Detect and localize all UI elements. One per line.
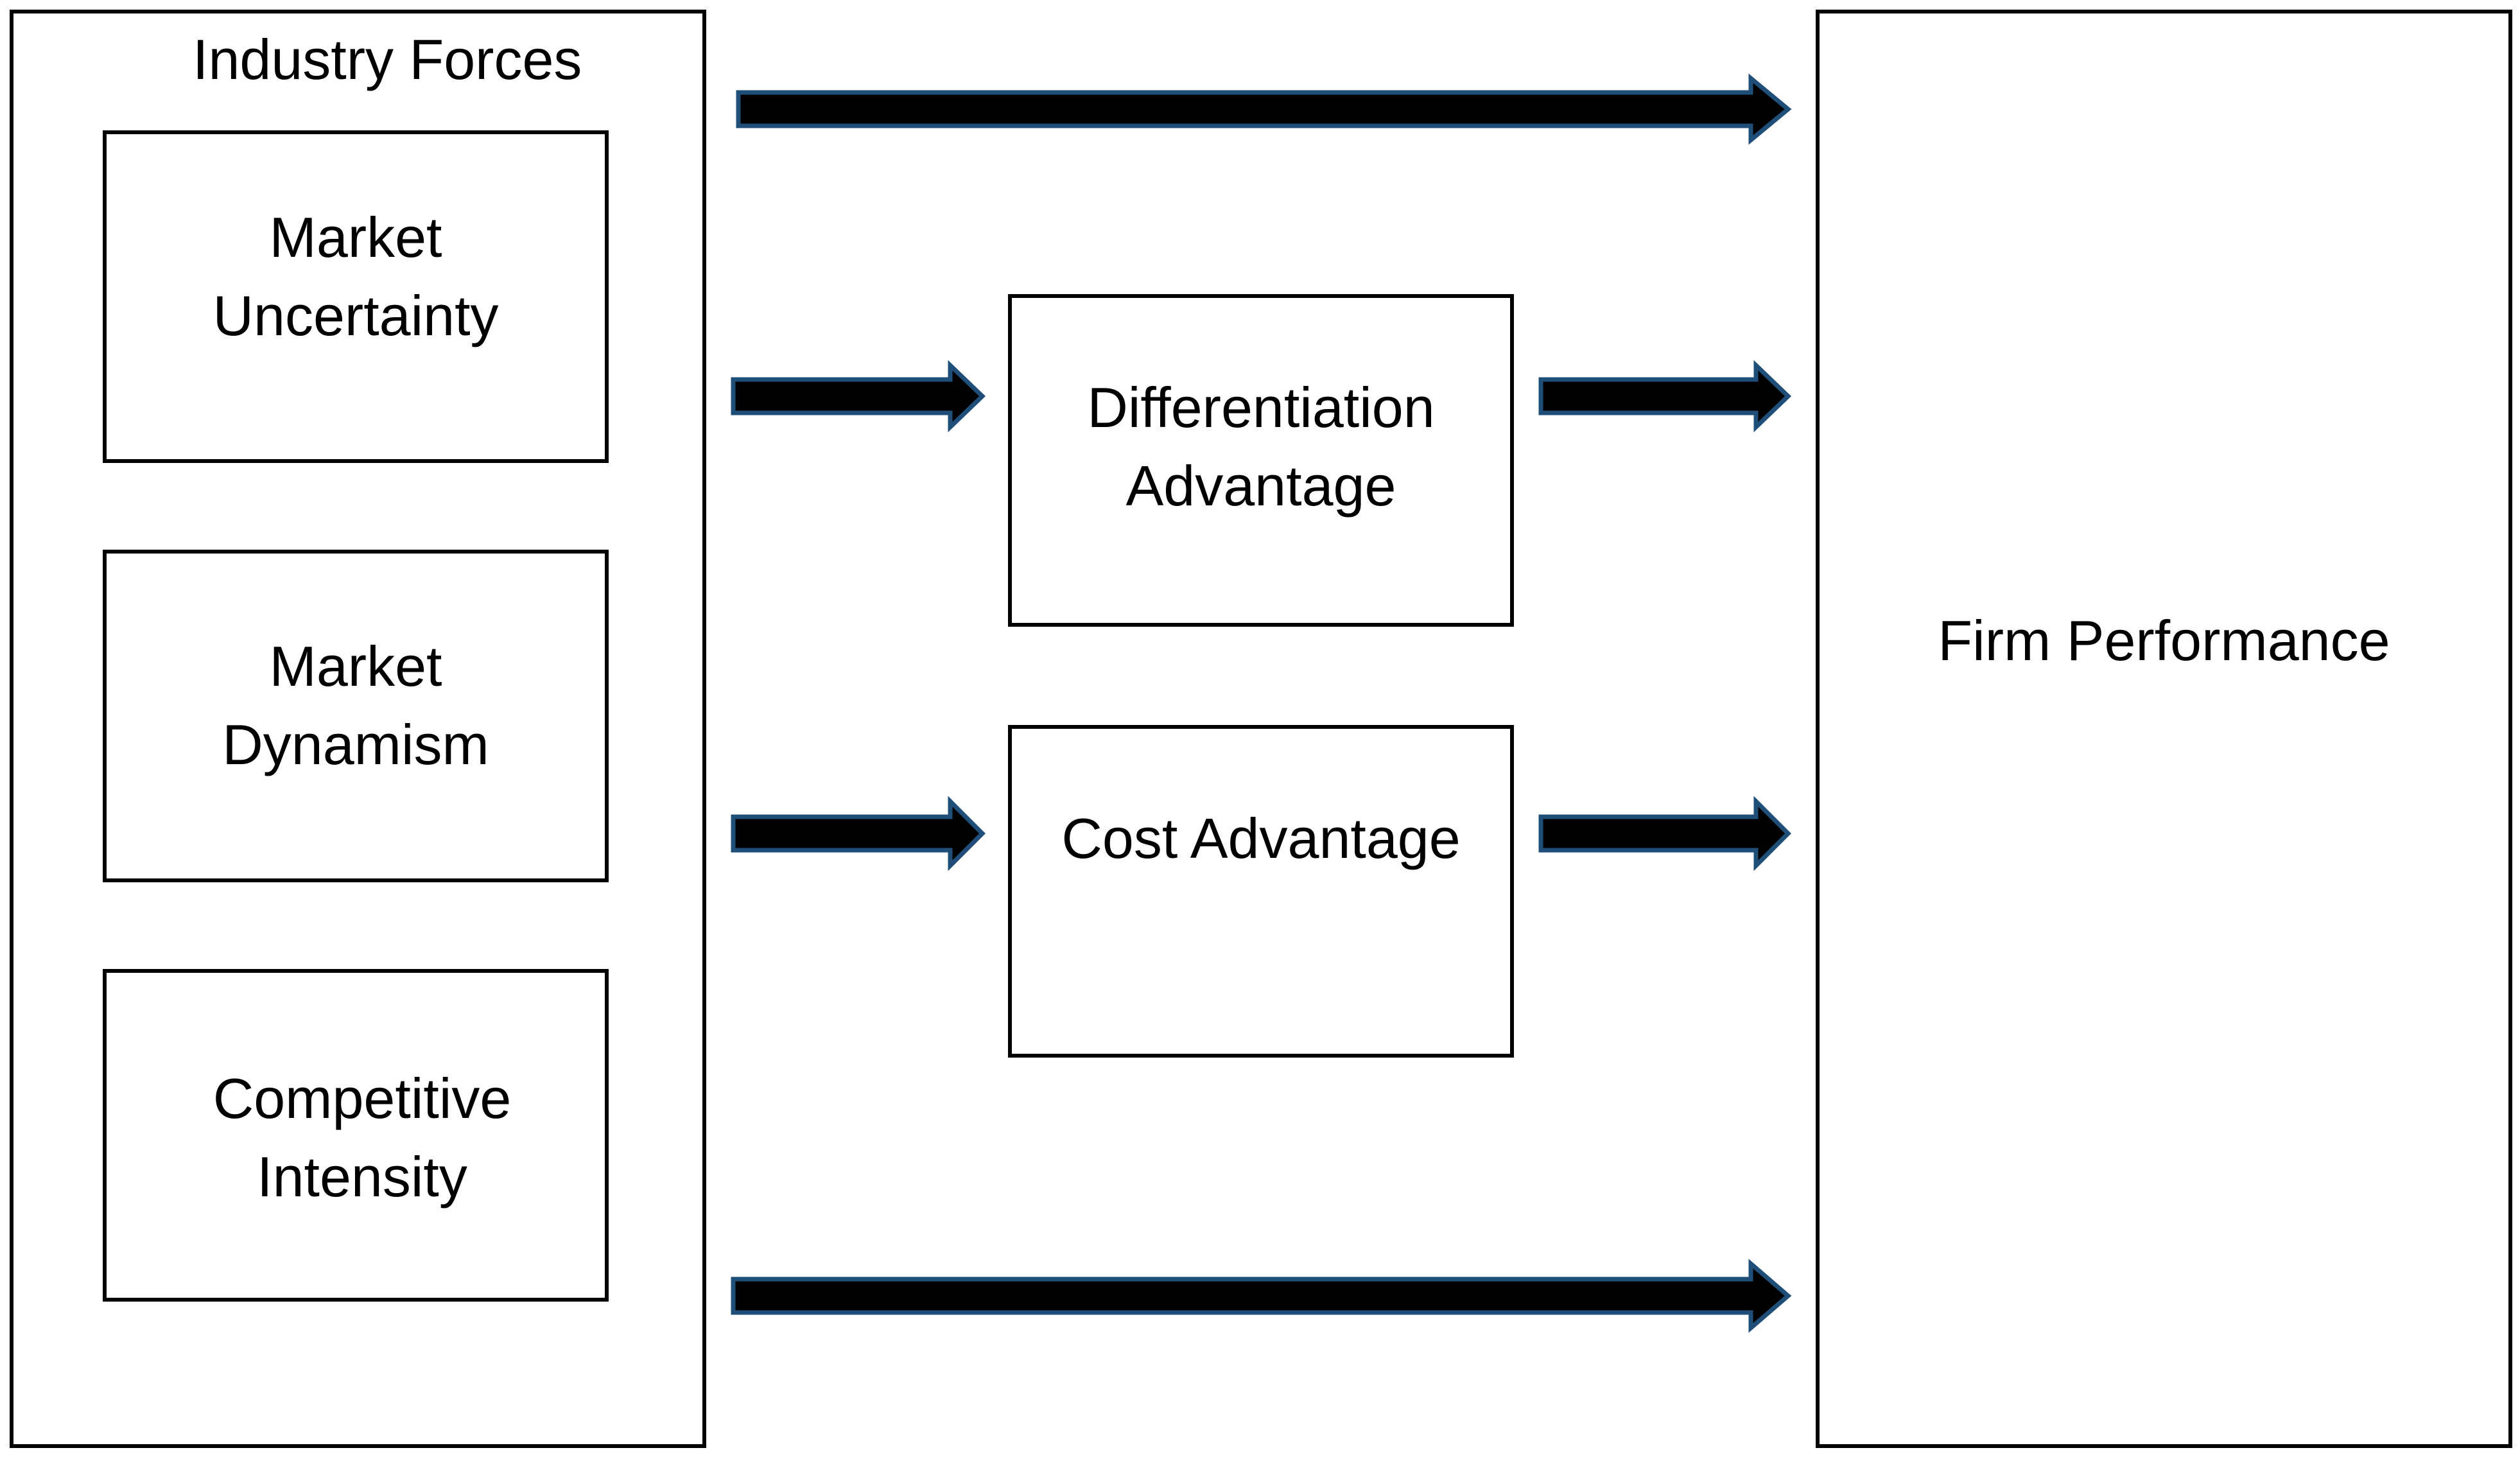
- cost-advantage-line1: Cost Advantage: [1061, 807, 1461, 870]
- market-dynamism-box: Market Dynamism: [103, 550, 609, 882]
- competitive-intensity-line2: Intensity: [257, 1145, 467, 1208]
- market-uncertainty-line1: Market: [269, 205, 442, 269]
- competitive-intensity-box: Competitive Intensity: [103, 969, 609, 1302]
- firm-performance-label: Firm Performance: [1938, 609, 2390, 672]
- differentiation-advantage-line1: Differentiation: [1087, 376, 1435, 439]
- market-uncertainty-line2: Uncertainty: [213, 284, 499, 347]
- arrow-forces-to-cost: [731, 796, 986, 871]
- market-dynamism-line1: Market: [269, 634, 442, 698]
- competitive-intensity-line1: Competitive: [213, 1067, 512, 1130]
- firm-performance-box: [1816, 10, 2512, 1448]
- market-uncertainty-box: Market Uncertainty: [103, 130, 609, 463]
- cost-advantage-box: Cost Advantage: [1008, 725, 1514, 1058]
- arrow-forces-to-differentiation: [731, 360, 986, 433]
- arrow-cost-to-performance: [1538, 796, 1791, 871]
- arrow-differentiation-to-performance: [1538, 360, 1792, 433]
- industry-forces-title: Industry Forces: [193, 28, 582, 91]
- differentiation-advantage-line2: Advantage: [1125, 454, 1396, 518]
- differentiation-advantage-box: Differentiation Advantage: [1008, 294, 1514, 627]
- market-dynamism-line2: Dynamism: [222, 713, 489, 776]
- arrow-forces-to-performance-bottom: [731, 1259, 1792, 1333]
- arrow-forces-to-performance-top: [736, 73, 1792, 145]
